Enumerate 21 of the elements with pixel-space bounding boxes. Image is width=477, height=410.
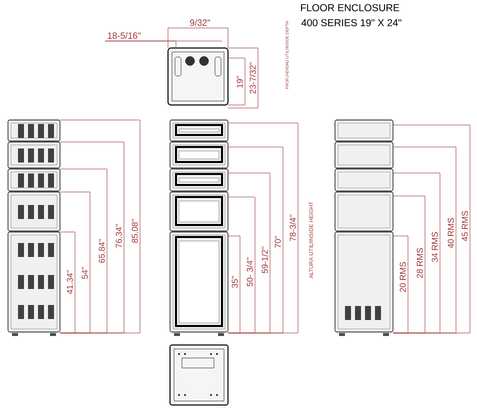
- dimension-label: 9/32": [190, 19, 210, 26]
- dimension-label: 59-1/2": [262, 246, 268, 274]
- dimension-label: 70": [274, 236, 281, 248]
- dimension-label: 50- 3/4": [246, 258, 253, 286]
- dimension-label: 54": [82, 267, 88, 279]
- dimension-label: 41.34": [66, 270, 73, 294]
- dimension-label: 19": [236, 76, 243, 88]
- dimension-label: 18-5/16": [108, 32, 141, 39]
- dimension-label: 45 RMS: [462, 211, 468, 242]
- dimension-label: 85.08": [132, 219, 138, 243]
- dimension-label: 34 RMS: [432, 232, 438, 262]
- dimension-label: 35": [232, 276, 238, 288]
- dimension-label: 78-3/4": [290, 214, 296, 242]
- title: FLOOR ENCLOSURE: [301, 4, 400, 12]
- dimension-label: 28 RMS: [416, 248, 423, 278]
- dimension-label: 20 RMS: [400, 262, 406, 292]
- dimension-label: 65.84": [98, 239, 105, 263]
- dimension-label: 23-7/32": [250, 62, 256, 94]
- dimension-label: 40 RMS: [448, 218, 454, 248]
- dimension-label: 76.34": [116, 224, 122, 248]
- subtitle: 400 SERIES 19" X 24": [301, 19, 402, 26]
